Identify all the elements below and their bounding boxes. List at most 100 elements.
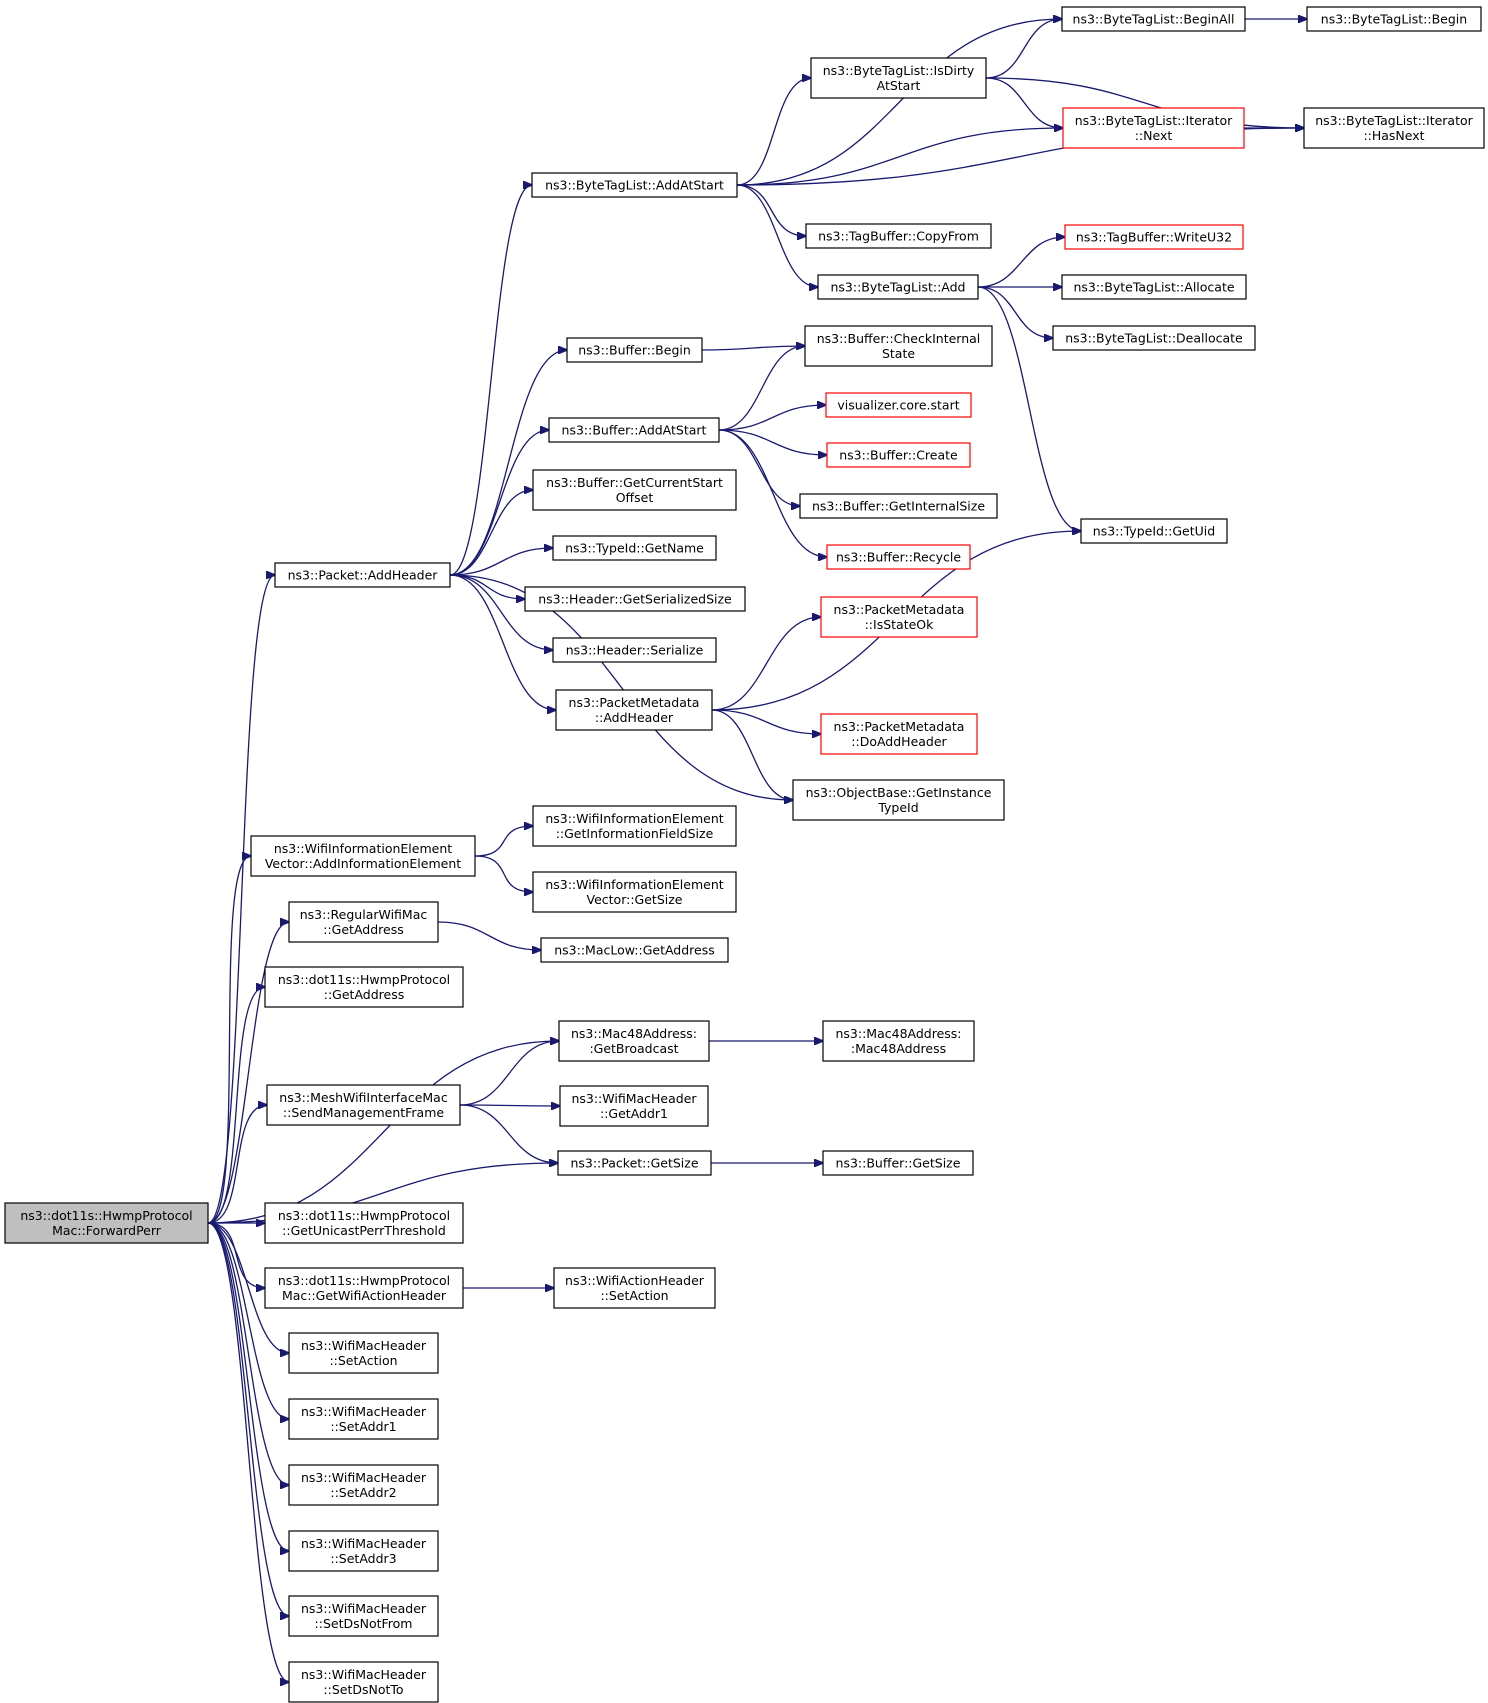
- node-box-bytetaglist_allocate[interactable]: [1061, 274, 1247, 300]
- node-box-tagbuffer_writeu32[interactable]: [1064, 224, 1244, 250]
- node-box-hwmpprotocol_getaddress[interactable]: [264, 966, 464, 1008]
- node-bytetaglist_beginall[interactable]: ns3::ByteTagList::BeginAll: [1061, 6, 1246, 32]
- node-box-bytetaglist_beginall[interactable]: [1061, 6, 1246, 32]
- node-box-tagbuffer_copyfrom[interactable]: [805, 223, 992, 249]
- node-typeid_getname[interactable]: ns3::TypeId::GetName: [552, 535, 717, 561]
- node-box-wifimacheader_setdsnotto[interactable]: [288, 1661, 439, 1703]
- node-typeid_getuid[interactable]: ns3::TypeId::GetUid: [1080, 518, 1228, 544]
- node-header_serialize[interactable]: ns3::Header::Serialize: [552, 637, 717, 663]
- node-meshwifi_sendmgmt[interactable]: ns3::MeshWifiInterfaceMac::SendManagemen…: [266, 1084, 461, 1126]
- node-box-wifimacheader_setaddr1[interactable]: [288, 1398, 439, 1440]
- node-hwmpprotocol_getaddress[interactable]: ns3::dot11s::HwmpProtocol::GetAddress: [264, 966, 464, 1008]
- node-box-root[interactable]: [4, 1202, 209, 1244]
- node-box-typeid_getname[interactable]: [552, 535, 717, 561]
- node-box-wifimacheader_setaddr3[interactable]: [288, 1530, 439, 1572]
- node-box-bytetaglist_begin[interactable]: [1306, 6, 1482, 32]
- node-bytetaglist_iterator_hasnext[interactable]: ns3::ByteTagList::Iterator::HasNext: [1303, 107, 1485, 149]
- node-buffer_recycle[interactable]: ns3::Buffer::Recycle: [826, 544, 971, 570]
- node-wifimacheader_setdsnotto[interactable]: ns3::WifiMacHeader::SetDsNotTo: [288, 1661, 439, 1703]
- node-bytetaglist_iterator_next[interactable]: ns3::ByteTagList::Iterator::Next: [1062, 107, 1245, 149]
- node-box-visualizer_core_start[interactable]: [825, 392, 972, 418]
- node-wifi_ie_vector_addinfoelem[interactable]: ns3::WifiInformationElementVector::AddIn…: [250, 835, 476, 877]
- node-packetmetadata_doaddheader[interactable]: ns3::PacketMetadata::DoAddHeader: [820, 713, 978, 755]
- node-box-wifimacheader_setaddr2[interactable]: [288, 1464, 439, 1506]
- node-box-wifi_ie_getinfofieldsize[interactable]: [532, 805, 737, 847]
- node-mac48_mac48address[interactable]: ns3::Mac48Address::Mac48Address: [822, 1020, 975, 1062]
- node-wifiactionheader_setaction[interactable]: ns3::WifiActionHeader::SetAction: [553, 1267, 716, 1309]
- node-buffer_getinternalsize[interactable]: ns3::Buffer::GetInternalSize: [799, 493, 998, 519]
- node-bytetaglist_begin[interactable]: ns3::ByteTagList::Begin: [1306, 6, 1482, 32]
- node-wifimacheader_setaddr3[interactable]: ns3::WifiMacHeader::SetAddr3: [288, 1530, 439, 1572]
- node-box-wifimacheader_setdsnotfrom[interactable]: [288, 1595, 439, 1637]
- node-box-bytetaglist_isdirtyatstart[interactable]: [810, 57, 987, 99]
- node-box-bytetaglist_addatstart[interactable]: [531, 172, 738, 198]
- node-box-wifi_ie_vector_addinfoelem[interactable]: [250, 835, 476, 877]
- node-box-bytetaglist_iterator_hasnext[interactable]: [1303, 107, 1485, 149]
- node-wifimacheader_getaddr1[interactable]: ns3::WifiMacHeader::GetAddr1: [559, 1085, 709, 1127]
- node-wifimacheader_setaddr2[interactable]: ns3::WifiMacHeader::SetAddr2: [288, 1464, 439, 1506]
- node-bytetaglist_addatstart[interactable]: ns3::ByteTagList::AddAtStart: [531, 172, 738, 198]
- node-box-header_getserializedsize[interactable]: [524, 586, 746, 612]
- node-packet_getsize[interactable]: ns3::Packet::GetSize: [557, 1150, 712, 1176]
- node-bytetaglist_allocate[interactable]: ns3::ByteTagList::Allocate: [1061, 274, 1247, 300]
- node-mac48_getbroadcast[interactable]: ns3::Mac48Address::GetBroadcast: [558, 1020, 710, 1062]
- node-packetmetadata_addheader[interactable]: ns3::PacketMetadata::AddHeader: [555, 689, 713, 731]
- node-maclow_getaddress[interactable]: ns3::MacLow::GetAddress: [540, 937, 729, 963]
- node-buffer_begin[interactable]: ns3::Buffer::Begin: [566, 337, 703, 363]
- node-box-wifi_ie_vector_getsize[interactable]: [532, 871, 737, 913]
- node-wifi_ie_vector_getsize[interactable]: ns3::WifiInformationElementVector::GetSi…: [532, 871, 737, 913]
- node-box-bytetaglist_deallocate[interactable]: [1052, 325, 1256, 351]
- node-box-mac48_getbroadcast[interactable]: [558, 1020, 710, 1062]
- node-box-buffer_checkinternalstate[interactable]: [804, 325, 993, 367]
- node-hwmp_getunicastperr[interactable]: ns3::dot11s::HwmpProtocol::GetUnicastPer…: [264, 1202, 464, 1244]
- node-box-bytetaglist_add[interactable]: [817, 274, 979, 300]
- node-box-wifiactionheader_setaction[interactable]: [553, 1267, 716, 1309]
- node-box-packetmetadata_addheader[interactable]: [555, 689, 713, 731]
- node-box-buffer_getinternalsize[interactable]: [799, 493, 998, 519]
- node-box-wifimacheader_getaddr1[interactable]: [559, 1085, 709, 1127]
- node-box-packet_addheader[interactable]: [274, 562, 451, 588]
- node-box-objectbase_getinstancetypeid[interactable]: [792, 779, 1005, 821]
- node-box-regularwifimac_getaddress[interactable]: [288, 901, 439, 943]
- node-buffer_create[interactable]: ns3::Buffer::Create: [826, 442, 971, 468]
- node-box-buffer_getcurrentstartoffset[interactable]: [532, 469, 737, 511]
- node-box-packetmetadata_doaddheader[interactable]: [820, 713, 978, 755]
- node-box-wifimacheader_setaction[interactable]: [288, 1332, 439, 1374]
- node-bytetaglist_add[interactable]: ns3::ByteTagList::Add: [817, 274, 979, 300]
- node-wifimacheader_setdsnotfrom[interactable]: ns3::WifiMacHeader::SetDsNotFrom: [288, 1595, 439, 1637]
- node-tagbuffer_writeu32[interactable]: ns3::TagBuffer::WriteU32: [1064, 224, 1244, 250]
- node-box-mac48_mac48address[interactable]: [822, 1020, 975, 1062]
- node-buffer_getsize[interactable]: ns3::Buffer::GetSize: [822, 1150, 974, 1176]
- node-box-packet_getsize[interactable]: [557, 1150, 712, 1176]
- node-regularwifimac_getaddress[interactable]: ns3::RegularWifiMac::GetAddress: [288, 901, 439, 943]
- node-box-buffer_create[interactable]: [826, 442, 971, 468]
- node-box-buffer_addatstart[interactable]: [548, 417, 720, 443]
- node-box-hwmp_getunicastperr[interactable]: [264, 1202, 464, 1244]
- node-box-maclow_getaddress[interactable]: [540, 937, 729, 963]
- node-box-bytetaglist_iterator_next[interactable]: [1062, 107, 1245, 149]
- node-box-buffer_begin[interactable]: [566, 337, 703, 363]
- node-box-meshwifi_sendmgmt[interactable]: [266, 1084, 461, 1126]
- node-packetmetadata_isstateok[interactable]: ns3::PacketMetadata::IsStateOk: [820, 596, 978, 638]
- node-wifimacheader_setaction[interactable]: ns3::WifiMacHeader::SetAction: [288, 1332, 439, 1374]
- node-tagbuffer_copyfrom[interactable]: ns3::TagBuffer::CopyFrom: [805, 223, 992, 249]
- node-box-typeid_getuid[interactable]: [1080, 518, 1228, 544]
- node-header_getserializedsize[interactable]: ns3::Header::GetSerializedSize: [524, 586, 746, 612]
- node-box-buffer_getsize[interactable]: [822, 1150, 974, 1176]
- node-visualizer_core_start[interactable]: visualizer.core.start: [825, 392, 972, 418]
- node-wifi_ie_getinfofieldsize[interactable]: ns3::WifiInformationElement::GetInformat…: [532, 805, 737, 847]
- node-box-header_serialize[interactable]: [552, 637, 717, 663]
- node-hwmpmac_getwifiactionheader[interactable]: ns3::dot11s::HwmpProtocolMac::GetWifiAct…: [264, 1267, 464, 1309]
- node-box-hwmpmac_getwifiactionheader[interactable]: [264, 1267, 464, 1309]
- node-box-buffer_recycle[interactable]: [826, 544, 971, 570]
- node-buffer_addatstart[interactable]: ns3::Buffer::AddAtStart: [548, 417, 720, 443]
- node-wifimacheader_setaddr1[interactable]: ns3::WifiMacHeader::SetAddr1: [288, 1398, 439, 1440]
- node-packet_addheader[interactable]: ns3::Packet::AddHeader: [274, 562, 451, 588]
- node-bytetaglist_deallocate[interactable]: ns3::ByteTagList::Deallocate: [1052, 325, 1256, 351]
- node-box-packetmetadata_isstateok[interactable]: [820, 596, 978, 638]
- node-root[interactable]: ns3::dot11s::HwmpProtocolMac::ForwardPer…: [4, 1202, 209, 1244]
